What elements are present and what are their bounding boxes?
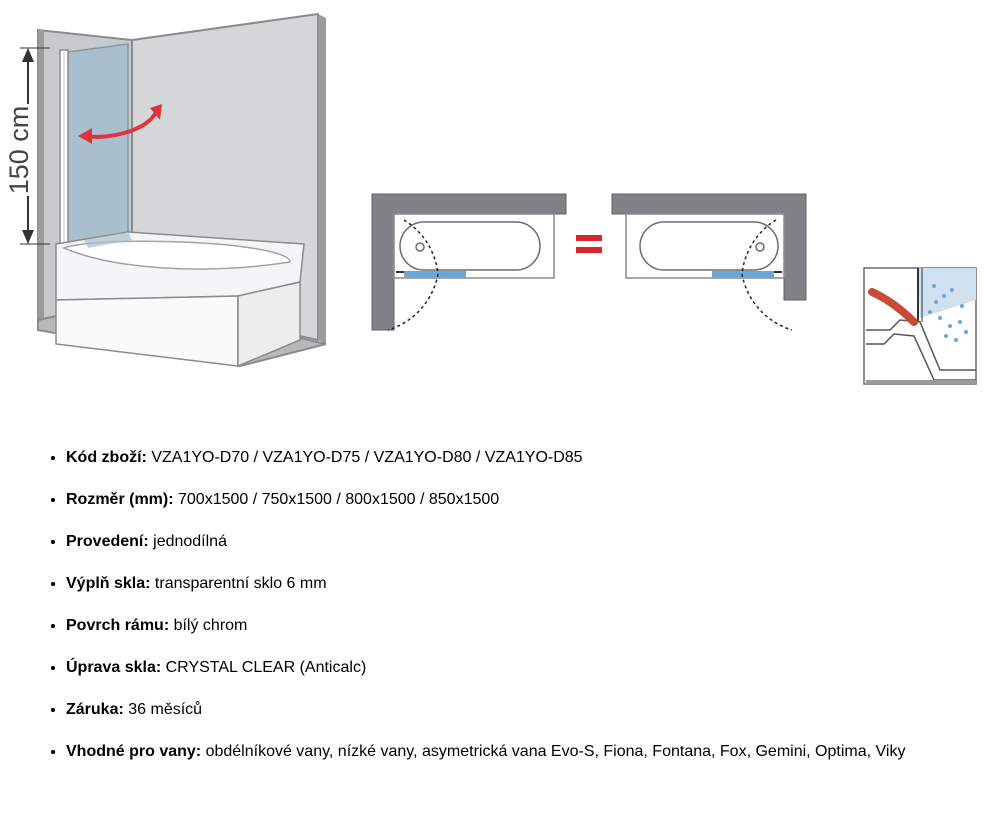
spec-dimensions: Rozměr (mm): 700x1500 / 750x1500 / 800x1…	[66, 489, 980, 510]
spec-design: Provedení: jednodílná	[66, 531, 980, 552]
spec-label: Kód zboží:	[66, 449, 147, 466]
spec-value: jednodílná	[148, 533, 227, 550]
spec-value: VZA1YO-D70 / VZA1YO-D75 / VZA1YO-D80 / V…	[146, 449, 583, 466]
spec-product-code: Kód zboží: VZA1YO-D70 / VZA1YO-D75 / VZA…	[66, 447, 980, 468]
product-spec-list: Kód zboží: VZA1YO-D70 / VZA1YO-D75 / VZA…	[18, 447, 980, 762]
spec-label: Záruka:	[66, 701, 124, 718]
shower-screen-3d-drawing: 150 cm	[4, 12, 327, 368]
spec-label: Provedení:	[66, 533, 149, 550]
spec-value: CRYSTAL CLEAR (Anticalc)	[161, 659, 367, 676]
spec-value: 700x1500 / 750x1500 / 800x1500 / 850x150…	[173, 491, 500, 508]
spec-label: Úprava skla:	[66, 659, 162, 676]
plan-view-right-hinge	[611, 193, 807, 331]
glass-panel	[59, 43, 129, 247]
height-dimension	[20, 47, 50, 245]
spec-glass-fill: Výplň skla: transparentní sklo 6 mm	[66, 573, 980, 594]
spec-warranty: Záruka: 36 měsíců	[66, 699, 980, 720]
spec-label: Vhodné pro vany:	[66, 743, 202, 760]
bathtub	[55, 231, 305, 368]
height-label: 150 cm	[4, 106, 34, 195]
spec-label: Povrch rámu:	[66, 617, 170, 634]
equals-sign-icon	[576, 235, 602, 253]
spec-suitable-bathtubs: Vhodné pro vany: obdélníkové vany, nízké…	[66, 741, 980, 762]
spec-label: Výplň skla:	[66, 575, 151, 592]
spec-glass-treatment: Úprava skla: CRYSTAL CLEAR (Anticalc)	[66, 657, 980, 678]
spec-frame-finish: Povrch rámu: bílý chrom	[66, 615, 980, 636]
seal-detail-drawing	[863, 267, 977, 385]
product-illustration: 150 cm	[4, 12, 977, 385]
spec-label: Rozměr (mm):	[66, 491, 174, 508]
spec-value: bílý chrom	[169, 617, 248, 634]
rotation-arrow-icon	[78, 104, 162, 144]
spec-value: 36 měsíců	[123, 701, 203, 718]
spec-value: obdélníkové vany, nízké vany, asymetrick…	[201, 743, 906, 760]
spec-value: transparentní sklo 6 mm	[150, 575, 327, 592]
plan-view-left-hinge	[371, 193, 567, 331]
